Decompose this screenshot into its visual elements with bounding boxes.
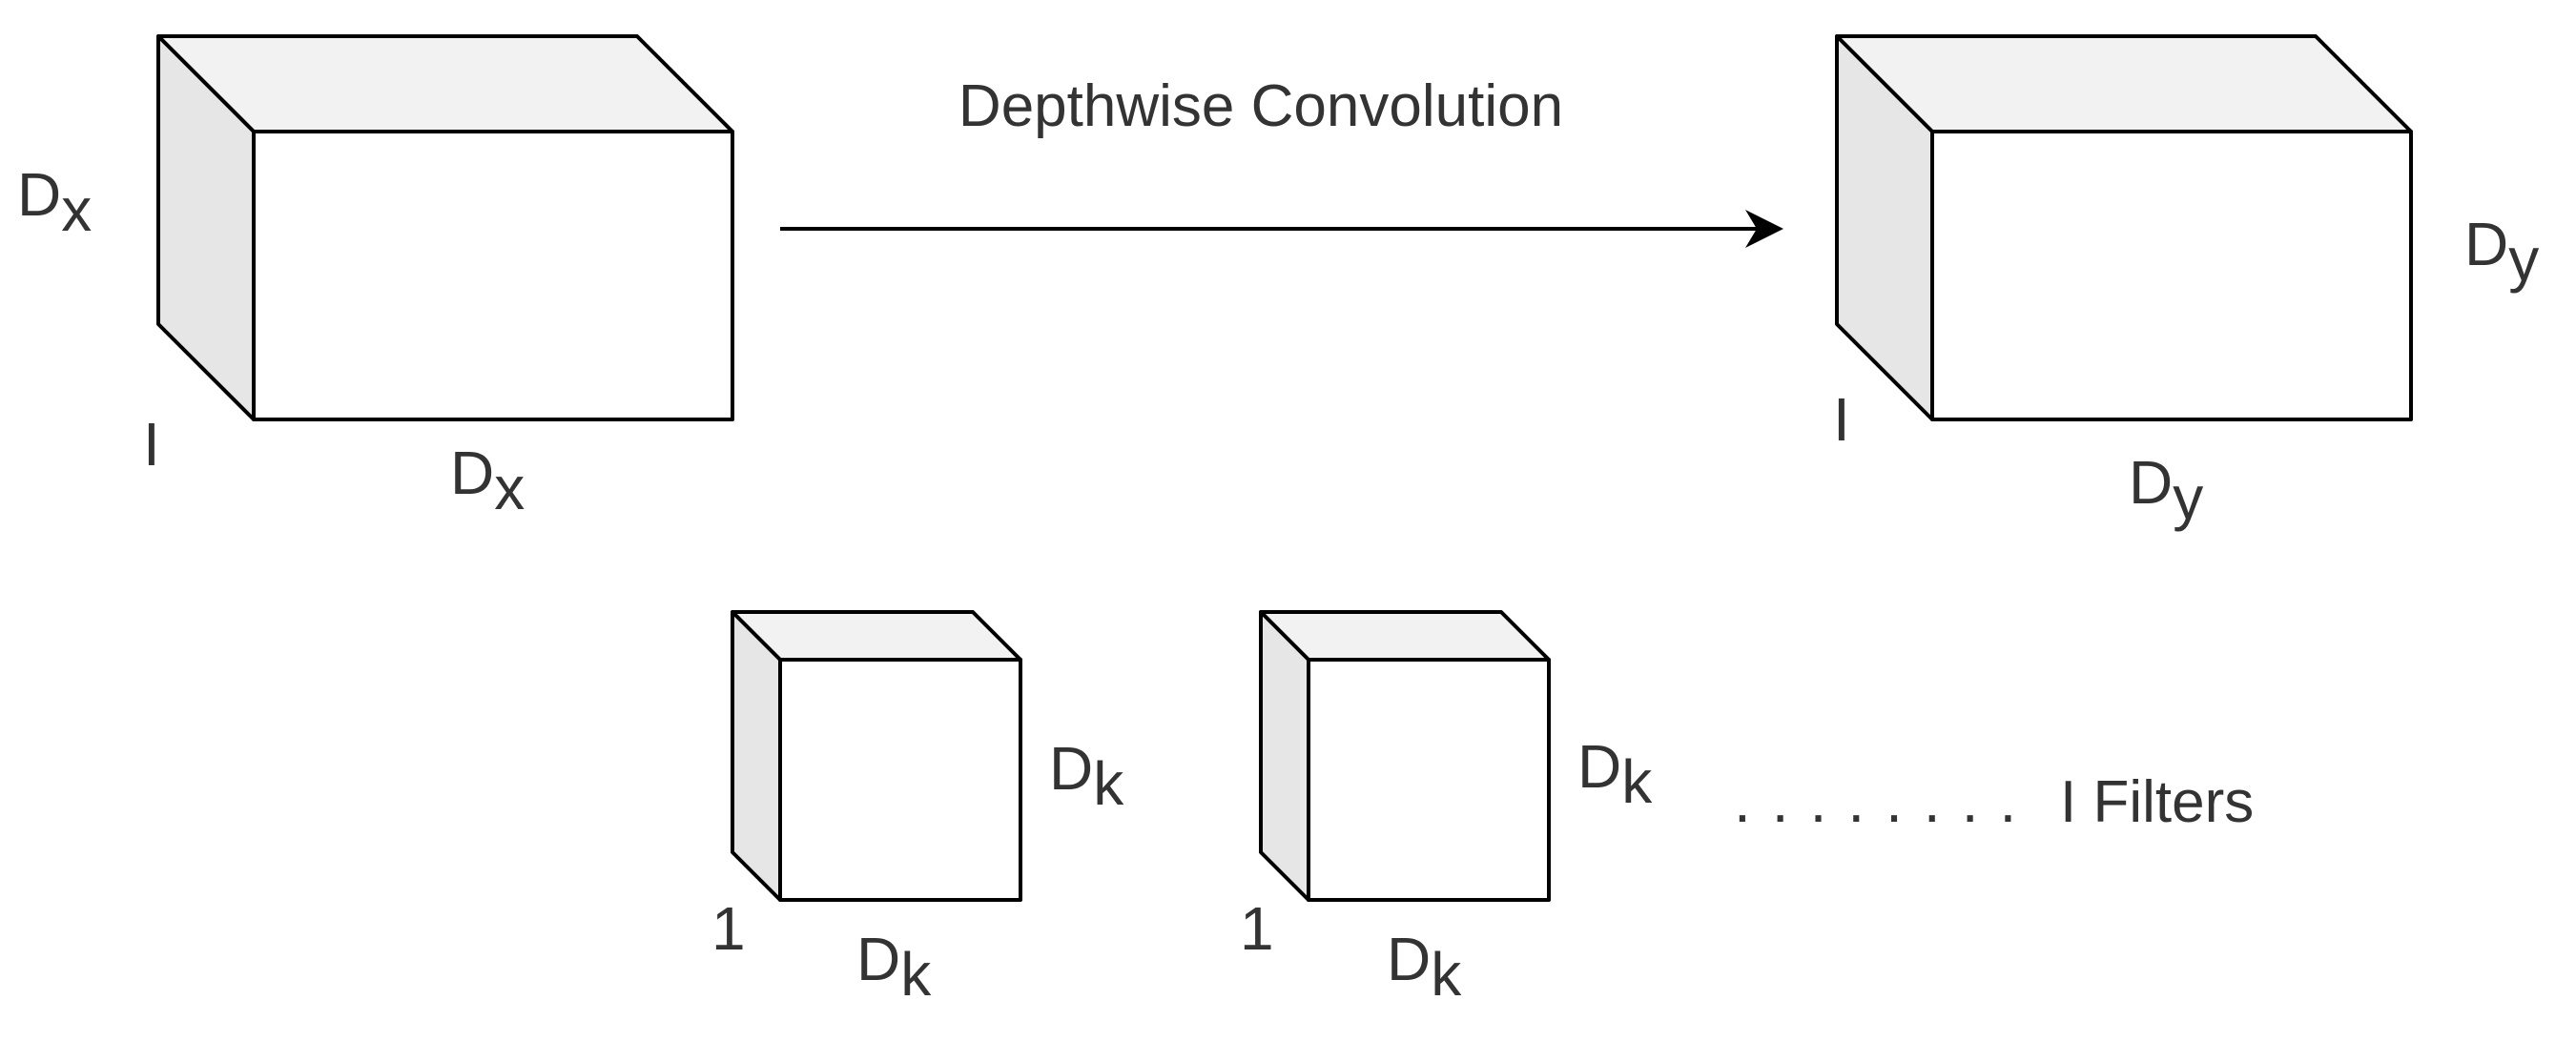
filter-1 xyxy=(731,610,1022,902)
filter-1-front-face xyxy=(778,658,1022,902)
operation-label: Depthwise Convolution xyxy=(958,73,1563,139)
filter-2 xyxy=(1259,610,1551,902)
output-tensor-top-face xyxy=(1835,34,2413,133)
filter-1-height-label: Dk xyxy=(1049,734,1124,818)
filter-2-width-label: Dk xyxy=(1387,925,1462,1009)
output-depth-label: I xyxy=(1833,385,1850,454)
output-width-label: Dy xyxy=(2129,448,2203,532)
filter-1-depth-label: 1 xyxy=(711,894,746,963)
output-tensor xyxy=(1835,34,2413,421)
filters-count-label: I Filters xyxy=(2060,769,2254,835)
input-tensor-top-face xyxy=(156,34,734,133)
filters-ellipsis: ........ xyxy=(1734,766,2037,835)
output-height-label: Dy xyxy=(2464,210,2539,294)
input-tensor-front-face xyxy=(252,130,734,421)
input-height-label: Dx xyxy=(17,160,92,244)
filter-2-front-face xyxy=(1307,658,1551,902)
input-depth-label: I xyxy=(143,410,160,479)
filter-1-side-face xyxy=(731,610,782,902)
output-tensor-front-face xyxy=(1930,130,2413,421)
filter-2-side-face xyxy=(1259,610,1310,902)
filter-2-height-label: Dk xyxy=(1577,732,1653,816)
filter-1-width-label: Dk xyxy=(856,925,932,1009)
input-width-label: Dx xyxy=(450,439,525,522)
input-tensor xyxy=(156,34,734,421)
filter-2-depth-label: 1 xyxy=(1240,894,1274,963)
